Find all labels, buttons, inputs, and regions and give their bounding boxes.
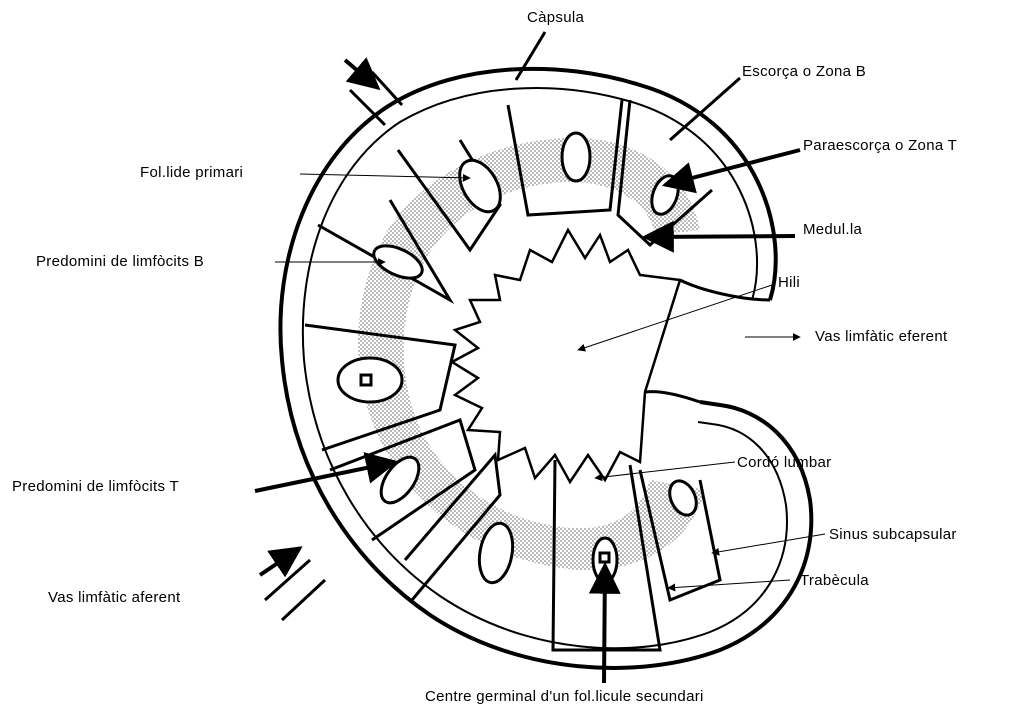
label-trabecula: Trabècula <box>800 572 869 590</box>
label-cordo: Cordó lumbar <box>737 454 831 472</box>
label-medulla: Medul.la <box>803 221 862 239</box>
afferent-vessel-top <box>350 72 402 125</box>
label-vas-eferent: Vas limfàtic eferent <box>815 328 947 346</box>
label-limfocits-t: Predomini de limfòcits T <box>12 478 179 496</box>
label-centre-germinal: Centre germinal d'un fol.licule secundar… <box>425 688 704 706</box>
label-limfocits-b: Predomini de limfòcits B <box>36 253 204 271</box>
label-folicle-primari: Fol.lide primari <box>140 164 243 182</box>
afferent-vessel-bottom <box>265 560 325 620</box>
germinal-centre-marker-2 <box>600 553 609 562</box>
germinal-centre-marker <box>361 375 371 385</box>
hilum-lower-edge <box>645 392 700 402</box>
label-capsula: Càpsula <box>527 9 584 27</box>
label-hili: Hili <box>778 274 800 292</box>
medulla-cavity <box>452 230 680 482</box>
label-vas-aferent: Vas limfàtic aferent <box>48 589 180 607</box>
label-escorca: Escorça o Zona B <box>742 63 866 81</box>
label-paraescorca: Paraescorça o Zona T <box>803 137 957 155</box>
label-sinus: Sinus subcapsular <box>829 526 957 544</box>
